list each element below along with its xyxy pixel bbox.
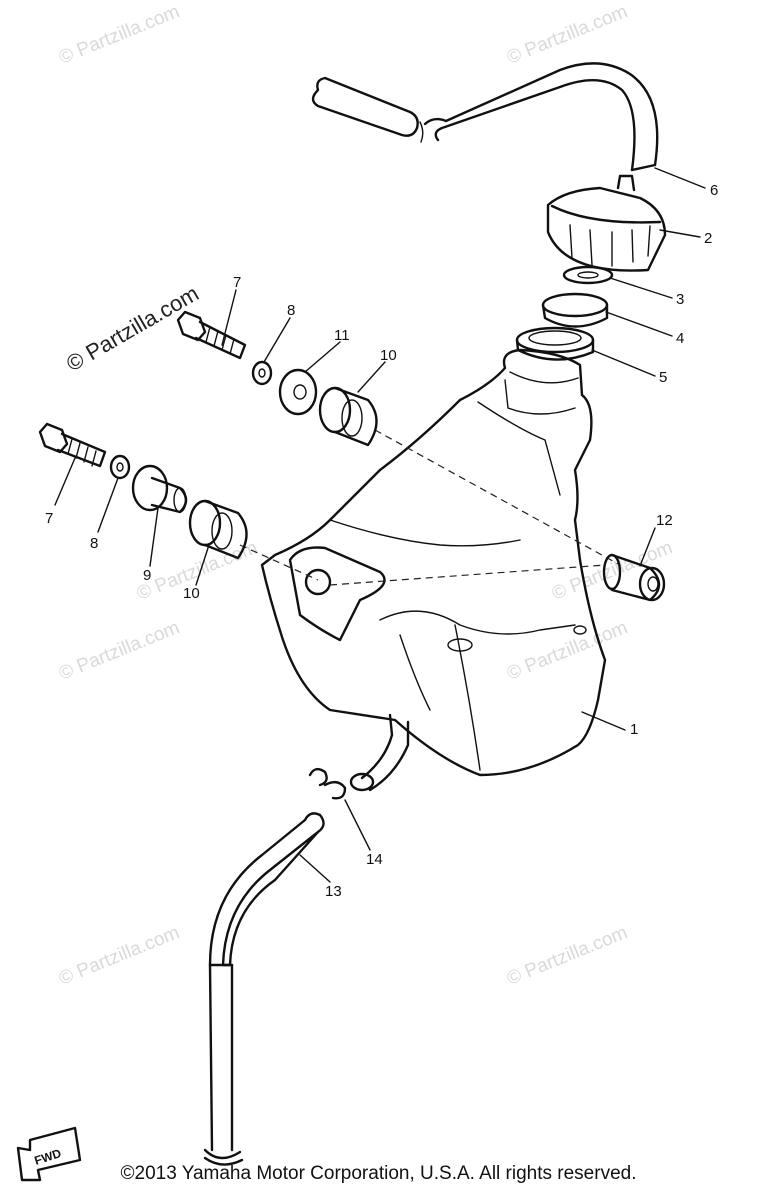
callout-13: 13 <box>325 883 342 900</box>
collar <box>131 464 188 514</box>
callout-8-upper: 8 <box>287 302 295 319</box>
mount-axis-upper <box>374 429 621 566</box>
callout-4: 4 <box>676 330 684 347</box>
hose-clip <box>308 767 347 800</box>
cap-gasket <box>562 265 614 285</box>
callout-7-upper: 7 <box>233 274 241 291</box>
leader-lines <box>54 167 706 883</box>
callout-5: 5 <box>659 369 667 386</box>
callout-1: 1 <box>630 721 638 738</box>
cap-seal <box>541 292 609 328</box>
spacer-collar <box>602 553 666 602</box>
grommet-lower <box>188 499 248 560</box>
callout-12: 12 <box>656 512 673 529</box>
fwd-arrow-icon: FWD <box>16 1126 82 1182</box>
washer-upper <box>251 360 273 386</box>
copyright-notice: ©2013 Yamaha Motor Corporation, U.S.A. A… <box>120 1163 637 1184</box>
oil-tank <box>260 348 607 792</box>
watermark-1: © Partzilla.com <box>56 1 183 68</box>
callout-10-upper: 10 <box>380 347 397 364</box>
callout-7-lower: 7 <box>45 510 53 527</box>
bolt-lower <box>38 422 107 468</box>
watermark-4: © Partzilla.com <box>504 617 631 684</box>
washer-lower <box>109 454 131 480</box>
callout-8-lower: 8 <box>90 535 98 552</box>
grommet-upper <box>318 386 378 447</box>
callout-6: 6 <box>710 182 718 199</box>
bolt-upper <box>176 310 247 360</box>
callout-14: 14 <box>366 851 383 868</box>
callout-9: 9 <box>143 567 151 584</box>
fuel-cap <box>546 174 667 272</box>
callout-11: 11 <box>334 327 350 344</box>
watermark-3: © Partzilla.com <box>56 617 183 684</box>
mount-axis-lower <box>239 544 319 581</box>
callout-10-lower: 10 <box>183 585 200 602</box>
breather-hose <box>311 62 659 172</box>
watermark-2: © Partzilla.com <box>504 1 631 68</box>
callout-2: 2 <box>704 230 712 247</box>
watermark-6: © Partzilla.com <box>504 922 631 989</box>
callout-3: 3 <box>676 291 684 308</box>
watermark-5: © Partzilla.com <box>56 922 183 989</box>
plate-washer <box>278 368 318 416</box>
delivery-hose <box>203 812 325 1166</box>
mount-axis-tab <box>329 564 606 586</box>
